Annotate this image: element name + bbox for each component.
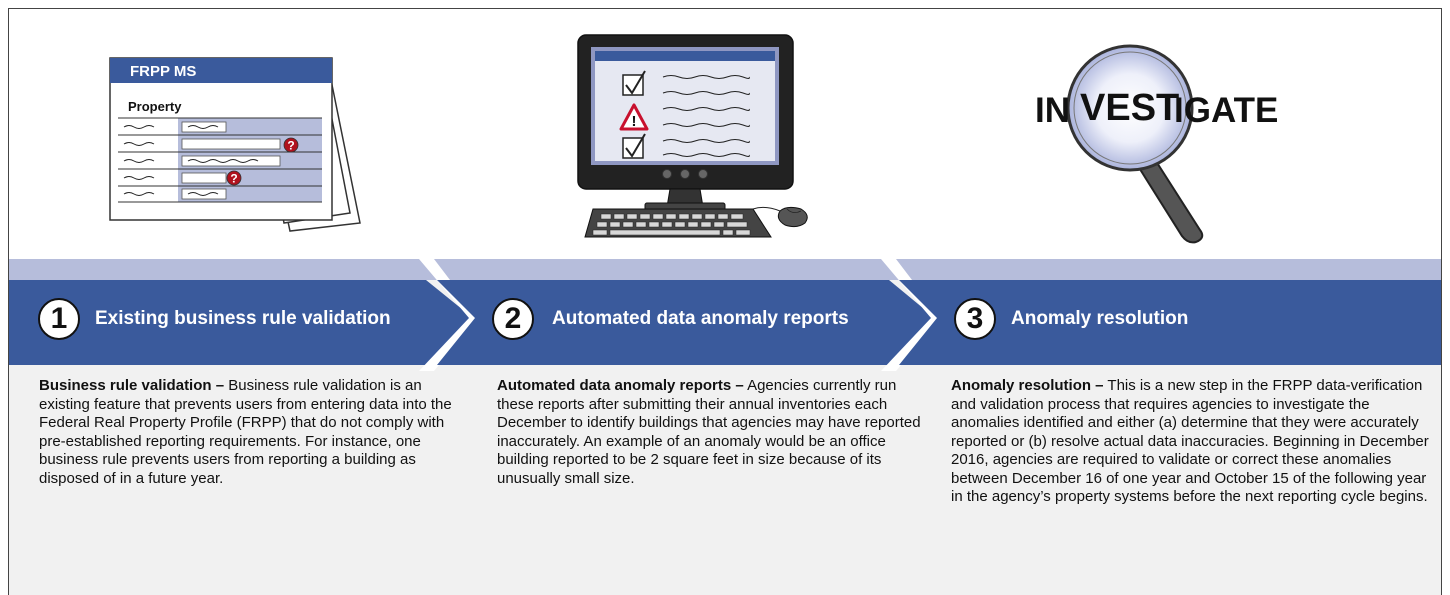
step-3-description-lead: Anomaly resolution – [951,377,1104,394]
monitor [577,34,794,190]
step-2-description-lead: Automated data anomaly reports – [497,377,744,394]
step-2-title: Automated data anomaly reports [552,308,849,329]
chevron-step-2-body [437,280,935,365]
step-2-number: 2 [492,298,534,340]
process-band [9,259,1441,371]
svg-text:?: ? [230,172,237,186]
step-3-title: Anomaly resolution [1011,308,1189,329]
band-light-strip [9,259,1441,280]
checkbox-checked-icon [622,133,646,159]
magnifying-glass-icon [1066,44,1204,244]
step-1-number: 1 [38,298,80,340]
svg-text:?: ? [287,139,294,153]
step-2-description-text: Agencies currently run these reports aft… [497,377,921,487]
checkbox-checked-icon [622,70,646,96]
svg-text:!: ! [632,113,637,130]
document-section-label: Property [128,99,182,114]
monitor-stand [644,188,726,212]
keyboard-icon [584,208,772,238]
figure-frame [8,8,1442,595]
mouse-icon [752,206,808,228]
document-illustration: ? ? [109,57,361,232]
computer-illustration: ! [577,34,808,238]
document-header-label: FRPP MS [130,63,197,80]
form-rows [118,117,322,203]
chevron-step-3-body [899,280,1441,365]
step-3-description-text: This is a new step in the FRPP data-veri… [951,377,1429,505]
investigate-word-left: IN [1035,91,1070,130]
step-1-description-text: Business rule validation is an existing … [39,377,452,487]
chevron-step-1 [9,280,473,365]
step-2-description: Automated data anomaly reports – Agencie… [497,377,925,488]
step-1-description: Business rule validation – Business rule… [39,377,469,488]
investigate-word-magnified: VEST [1080,87,1180,129]
report-lines [662,75,750,157]
warning-icon: ! [619,103,649,131]
question-mark-icon: ? [226,170,242,186]
step-1-description-lead: Business rule validation – [39,377,225,394]
investigate-word-right: IGATE [1174,91,1279,130]
step-3-description: Anomaly resolution – This is a new step … [951,377,1435,507]
step-1-title: Existing business rule validation [95,308,391,329]
document-header-bar [110,58,332,83]
question-mark-icon: ? [283,137,299,153]
step-3-number: 3 [954,298,996,340]
